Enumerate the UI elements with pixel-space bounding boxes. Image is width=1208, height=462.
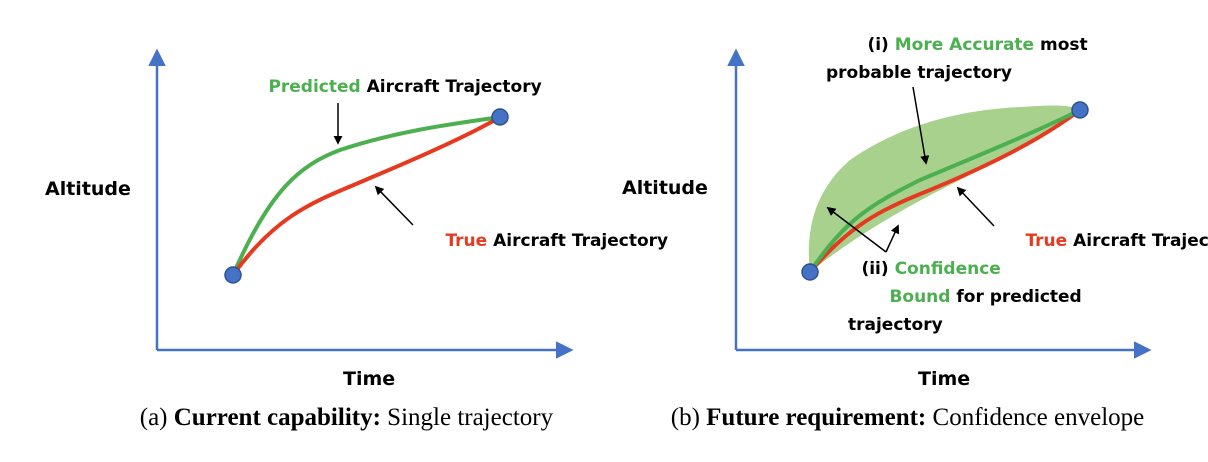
caption-b: (b) Future requirement: Confidence envel… — [627, 404, 1175, 431]
confidence-label-b-line2: Bound for predicted — [848, 287, 1111, 307]
accurate-rest-b: most — [1034, 35, 1088, 55]
true-label-a: True Aircraft Trajectory — [404, 231, 698, 251]
predicted-label-a: Predicted Aircraft Trajectory — [227, 77, 571, 97]
accurate-pointer-b — [912, 86, 930, 165]
accurate-highlight-b: More Accurate — [895, 35, 1034, 55]
start-point-b — [801, 263, 819, 281]
true-rest-a: Aircraft Trajectory — [487, 231, 668, 251]
y-axis-label-a: Altitude — [45, 178, 131, 200]
confidence-bound-b: Bound — [889, 287, 950, 307]
accurate-label-b-line2: probable trajectory — [826, 63, 1012, 83]
true-rest-b: Aircraft Trajectory — [1067, 231, 1208, 251]
confidence-rest-b: for predicted — [950, 287, 1081, 307]
true-word-b: True — [1025, 231, 1067, 251]
x-axis-label-a: Time — [343, 368, 395, 390]
caption-a-bold: Current capability: — [174, 404, 381, 431]
end-point-a — [491, 108, 509, 126]
predicted-trajectory-a — [231, 115, 501, 276]
panel-b: Altitude Time (i) More Accurate most pro… — [622, 35, 1208, 431]
caption-a-rest: Single trajectory — [381, 404, 554, 431]
confidence-pointer-left-b — [826, 206, 887, 253]
predicted-trajectory-b — [808, 108, 1081, 274]
confidence-label-b-line3: trajectory — [848, 315, 943, 335]
true-pointer-b — [956, 186, 995, 227]
end-point-b — [1071, 101, 1089, 119]
predicted-word-a: Predicted — [268, 77, 360, 97]
predicted-rest-a: Aircraft Trajectory — [361, 77, 542, 97]
caption-b-bold: Future requirement: — [706, 404, 926, 431]
caption-a: (a) Current capability: Single trajector… — [96, 404, 584, 431]
confidence-highlight-b: Confidence — [895, 259, 1001, 279]
confidence-pointer-right-b — [885, 224, 900, 253]
true-pointer-a — [374, 185, 414, 226]
y-axis-label-b: Altitude — [622, 177, 708, 199]
accurate-prefix-b: (i) — [867, 35, 894, 55]
confidence-label-b-line1: (ii) Confidence — [820, 259, 1030, 279]
confidence-prefix-b: (ii) — [861, 259, 894, 279]
true-label-b: True Aircraft Trajectory — [984, 231, 1208, 251]
x-axis-label-b: Time — [918, 368, 970, 390]
caption-b-rest: Confidence envelope — [926, 404, 1144, 431]
caption-a-prefix: (a) — [140, 404, 174, 431]
start-point-a — [224, 266, 242, 284]
true-trajectory-a — [231, 115, 502, 277]
true-trajectory-b — [808, 108, 1082, 274]
true-word-a: True — [445, 231, 487, 251]
panel-a: Altitude Time Predicted Aircraft Traject… — [45, 48, 698, 431]
confidence-envelope-b — [808, 105, 1080, 273]
accurate-label-b-line1: (i) More Accurate most — [826, 35, 1117, 55]
caption-b-prefix: (b) — [671, 404, 706, 431]
